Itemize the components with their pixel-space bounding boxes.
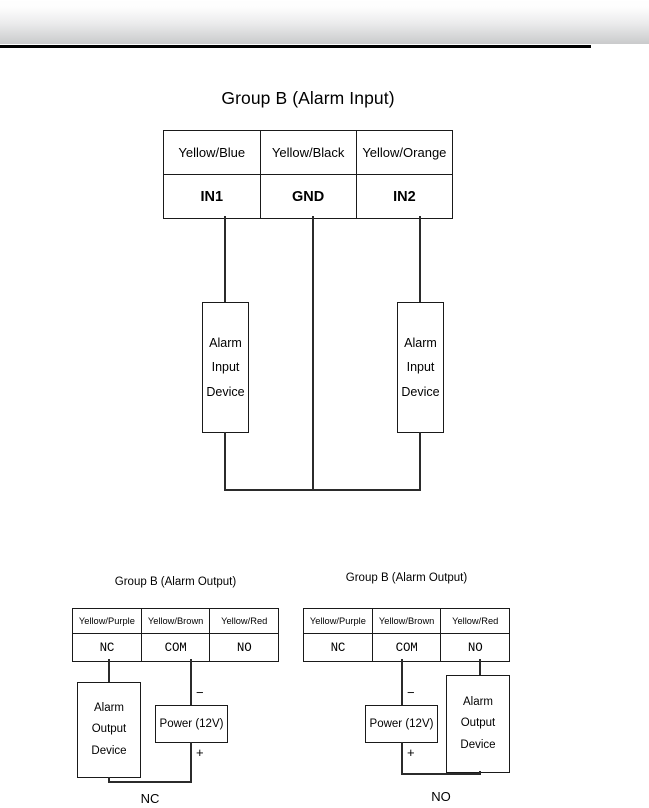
power-supply-nc: Power (12V) <box>155 705 228 743</box>
device-line: Output <box>91 723 127 736</box>
alarm-output-no-table: Yellow/Purple Yellow/Brown Yellow/Red NC… <box>303 608 510 662</box>
cell-terminal-nc: NC <box>303 633 373 662</box>
device-line: Input <box>211 360 240 375</box>
cell-wire-no: Yellow/Red <box>209 608 279 634</box>
wire-bottom-bus-no <box>401 773 481 775</box>
alarm-output-device-no: Alarm Output Device <box>446 675 510 773</box>
device-line: Device <box>91 744 127 757</box>
cell-terminal-gnd: GND <box>259 174 357 219</box>
alarm-input-table: Yellow/Blue Yellow/Black Yellow/Orange I… <box>163 130 454 219</box>
wire-device-return-nc <box>108 777 110 783</box>
wire-left-device-return <box>224 432 226 490</box>
power-supply-no: Power (12V) <box>365 705 438 743</box>
power-negative-sign-no: − <box>407 685 415 700</box>
device-line: Alarm <box>462 696 494 709</box>
table-row: Yellow/Purple Yellow/Brown Yellow/Red <box>303 608 510 634</box>
wire-com-to-power-negative <box>190 659 192 706</box>
wire-bottom-bus-nc <box>108 781 192 783</box>
table-row: IN1 GND IN2 <box>163 174 454 219</box>
cell-wire-nc: Yellow/Purple <box>72 608 142 634</box>
device-line: Alarm <box>93 702 125 715</box>
wire-no-to-device <box>479 659 481 676</box>
page-header-rule <box>0 45 591 48</box>
alarm-output-nc-table: Yellow/Purple Yellow/Brown Yellow/Red NC… <box>72 608 279 662</box>
device-line: Alarm <box>404 335 437 350</box>
alarm-output-nc-footer-label: NC <box>140 791 160 806</box>
power-negative-sign-nc: − <box>196 685 204 700</box>
alarm-output-device-nc: Alarm Output Device <box>77 682 141 778</box>
alarm-input-device-left: Alarm Input Device <box>202 302 249 433</box>
wire-gnd-trunk <box>312 216 314 490</box>
device-line: Output <box>460 717 496 730</box>
alarm-output-no-footer-label: NO <box>431 789 451 804</box>
alarm-output-no-title: Group B (Alarm Output) <box>345 572 468 584</box>
table-row: Yellow/Purple Yellow/Brown Yellow/Red <box>72 608 279 634</box>
wire-right-device-return <box>419 432 421 490</box>
cell-terminal-no: NO <box>440 633 510 662</box>
alarm-input-device-right: Alarm Input Device <box>397 302 444 433</box>
device-line: Alarm <box>209 335 242 350</box>
device-line: Device <box>401 384 440 399</box>
alarm-output-nc-title: Group B (Alarm Output) <box>114 576 237 588</box>
wire-power-positive-nc <box>190 742 192 783</box>
cell-wire-nc: Yellow/Purple <box>303 608 373 634</box>
device-line: Input <box>406 360 435 375</box>
wire-in1-to-device <box>224 216 226 304</box>
cell-wire-gnd: Yellow/Black <box>259 130 357 175</box>
cell-wire-com: Yellow/Brown <box>140 608 211 634</box>
cell-wire-com: Yellow/Brown <box>371 608 442 634</box>
cell-wire-in2: Yellow/Orange <box>355 130 454 175</box>
cell-terminal-com: COM <box>371 633 442 662</box>
device-line: Device <box>460 738 496 751</box>
wire-in2-to-device <box>419 216 421 304</box>
alarm-input-title: Group B (Alarm Input) <box>221 88 395 108</box>
table-row: NC COM NO <box>303 633 510 662</box>
cell-terminal-in2: IN2 <box>355 174 454 219</box>
wire-com-to-power-negative <box>401 659 403 706</box>
wire-power-positive-no <box>401 742 403 775</box>
cell-terminal-nc: NC <box>72 633 142 662</box>
power-positive-sign-no: + <box>407 745 415 760</box>
cell-terminal-com: COM <box>140 633 211 662</box>
wire-nc-to-device <box>108 659 110 683</box>
wire-common-ground-bus <box>224 489 421 491</box>
cell-terminal-in1: IN1 <box>163 174 261 219</box>
power-positive-sign-nc: + <box>196 745 204 760</box>
table-row: Yellow/Blue Yellow/Black Yellow/Orange <box>163 130 454 175</box>
cell-wire-in1: Yellow/Blue <box>163 130 261 175</box>
table-row: NC COM NO <box>72 633 279 662</box>
cell-terminal-no: NO <box>209 633 279 662</box>
device-line: Device <box>206 384 245 399</box>
page-header-band <box>0 0 649 44</box>
cell-wire-no: Yellow/Red <box>440 608 510 634</box>
